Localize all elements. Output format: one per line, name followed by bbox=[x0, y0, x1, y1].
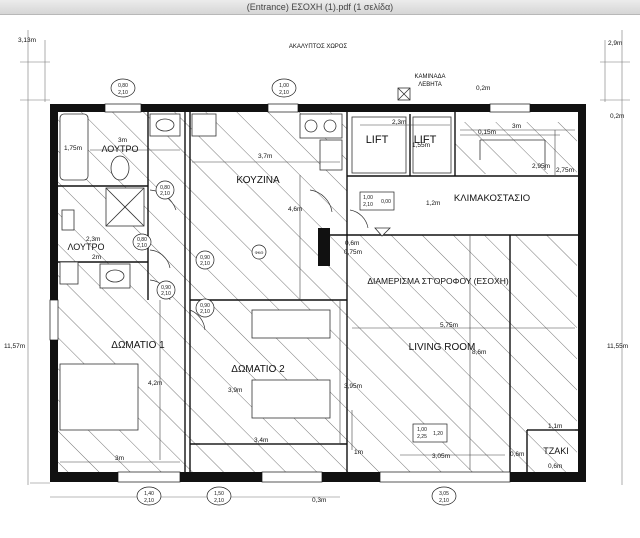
window-title-bar: (Entrance) ΕΣΟΧΗ (1).pdf (1 σελίδα) bbox=[0, 0, 640, 15]
floor-plan: ΑΚΑΛΥΠΤΟΣ ΧΩΡΟΣ ΚΑΜΙΝΑΔΑ ΛΕΒΗΤΑ ΛΟΥΤΡΟ Λ… bbox=[4, 30, 630, 506]
room-bath-1: ΛΟΥΤΡΟ bbox=[101, 144, 138, 154]
room-stairs: ΚΛΙΜΑΚΟΣΤΑΣΙΟ bbox=[454, 193, 530, 204]
window-openings bbox=[49, 103, 531, 483]
room-2: ΔΩΜΑΤΙΟ 2 bbox=[231, 364, 285, 375]
svg-text:4,2m: 4,2m bbox=[148, 380, 162, 387]
core-details bbox=[351, 87, 546, 237]
room-fireplace: ΤΖΑΚΙ bbox=[543, 446, 569, 456]
svg-text:3m: 3m bbox=[115, 455, 124, 462]
svg-text:2,10: 2,10 bbox=[161, 291, 171, 297]
room-lift-1: LIFT bbox=[366, 134, 389, 146]
svg-text:1,00: 1,00 bbox=[279, 83, 289, 89]
room-apartment: ΔΙΑΜΕΡΙΣΜΑ ΣΤ'ΟΡΟΦΟΥ (ΕΣΟΧΗ) bbox=[367, 276, 509, 286]
svg-text:0,80: 0,80 bbox=[137, 237, 147, 243]
svg-text:3m: 3m bbox=[118, 137, 127, 144]
tag-labels: 0,80 2,10 1,00 2,10 1,40 2,10 1,50 2,10 … bbox=[118, 83, 449, 504]
room-1: ΔΩΜΑΤΙΟ 1 bbox=[111, 340, 165, 351]
svg-text:2,25: 2,25 bbox=[417, 434, 427, 440]
svg-text:2,3m: 2,3m bbox=[392, 119, 406, 126]
svg-text:1m: 1m bbox=[354, 449, 363, 456]
svg-text:0,3m: 0,3m bbox=[312, 497, 326, 504]
plan-labels: ΑΚΑΛΥΠΤΟΣ ΧΩΡΟΣ ΚΑΜΙΝΑΔΑ ΛΕΒΗΤΑ ΛΟΥΤΡΟ Λ… bbox=[67, 44, 568, 456]
svg-text:2,10: 2,10 bbox=[279, 90, 289, 96]
svg-text:1,75m: 1,75m bbox=[64, 145, 82, 152]
svg-text:2,10: 2,10 bbox=[144, 498, 154, 504]
svg-text:3,05m: 3,05m bbox=[432, 453, 450, 460]
svg-text:8,6m: 8,6m bbox=[472, 349, 486, 356]
svg-text:11,57m: 11,57m bbox=[4, 343, 25, 350]
svg-text:0,2m: 0,2m bbox=[476, 85, 490, 92]
beds bbox=[59, 309, 331, 431]
svg-text:1,20: 1,20 bbox=[433, 431, 443, 437]
svg-text:0,6m: 0,6m bbox=[548, 463, 562, 470]
svg-text:0,15m: 0,15m bbox=[478, 129, 496, 136]
svg-text:1,2m: 1,2m bbox=[426, 200, 440, 207]
svg-text:0,75m: 0,75m bbox=[344, 249, 362, 256]
svg-text:0,6m: 0,6m bbox=[510, 451, 524, 458]
tag-shapes bbox=[110, 78, 457, 506]
boiler-label-2: ΛΕΒΗΤΑ bbox=[418, 82, 442, 88]
svg-text:0,80: 0,80 bbox=[118, 83, 128, 89]
svg-text:1,1m: 1,1m bbox=[548, 423, 562, 430]
pdf-page[interactable]: ΑΚΑΛΥΠΤΟΣ ΧΩΡΟΣ ΚΑΜΙΝΑΔΑ ΛΕΒΗΤΑ ΛΟΥΤΡΟ Λ… bbox=[0, 15, 640, 533]
svg-text:1,40: 1,40 bbox=[144, 491, 154, 497]
svg-text:2m: 2m bbox=[92, 254, 101, 261]
svg-text:2,10: 2,10 bbox=[118, 90, 128, 96]
dimension-lines bbox=[60, 124, 575, 470]
svg-text:2,10: 2,10 bbox=[363, 202, 373, 208]
svg-text:0,90: 0,90 bbox=[161, 285, 171, 291]
svg-text:2,10: 2,10 bbox=[214, 498, 224, 504]
room-bath-2: ΛΟΥΤΡΟ bbox=[67, 242, 104, 252]
header-label: ΑΚΑΛΥΠΤΟΣ ΧΩΡΟΣ bbox=[289, 44, 348, 50]
pillar-label: ΦΚΘ bbox=[255, 250, 264, 255]
svg-text:2,10: 2,10 bbox=[439, 498, 449, 504]
svg-text:1,55m: 1,55m bbox=[412, 142, 430, 149]
svg-text:0,2m: 0,2m bbox=[610, 113, 624, 120]
svg-text:3,7m: 3,7m bbox=[258, 153, 272, 160]
svg-text:5,75m: 5,75m bbox=[440, 322, 458, 329]
boiler-label-1: ΚΑΜΙΝΑΔΑ bbox=[414, 74, 445, 80]
svg-text:3m: 3m bbox=[512, 123, 521, 130]
dimension-labels: 3,13m 2,9m 11,57m 11,55m 0,2m 0,2m 2,3m … bbox=[4, 37, 628, 504]
svg-text:0,80: 0,80 bbox=[160, 185, 170, 191]
svg-text:0,90: 0,90 bbox=[200, 255, 210, 261]
svg-text:3,9m: 3,9m bbox=[228, 387, 242, 394]
room-living: LIVING ROOM bbox=[409, 342, 476, 353]
svg-text:11,55m: 11,55m bbox=[607, 343, 628, 350]
bath-fixtures bbox=[59, 113, 343, 289]
svg-text:3,05: 3,05 bbox=[439, 491, 449, 497]
svg-text:2,10: 2,10 bbox=[137, 243, 147, 249]
svg-text:1,00: 1,00 bbox=[363, 195, 373, 201]
room-lift-2: LIFT bbox=[414, 134, 437, 146]
svg-text:3,4m: 3,4m bbox=[254, 437, 268, 444]
outer-guides bbox=[20, 30, 630, 498]
room-kitchen: ΚΟΥΖΙΝΑ bbox=[236, 175, 280, 186]
svg-text:2,3m: 2,3m bbox=[86, 236, 100, 243]
svg-text:1,00: 1,00 bbox=[417, 427, 427, 433]
svg-text:3,95m: 3,95m bbox=[344, 383, 362, 390]
svg-text:3,13m: 3,13m bbox=[18, 37, 36, 44]
svg-text:2,9m: 2,9m bbox=[608, 40, 622, 47]
svg-text:2,10: 2,10 bbox=[200, 309, 210, 315]
svg-text:0,6m: 0,6m bbox=[345, 240, 359, 247]
svg-text:1,50: 1,50 bbox=[214, 491, 224, 497]
svg-text:0,90: 0,90 bbox=[200, 303, 210, 309]
svg-text:4,6m: 4,6m bbox=[288, 206, 302, 213]
svg-text:2,75m: 2,75m bbox=[556, 167, 574, 174]
svg-text:2,95m: 2,95m bbox=[532, 163, 550, 170]
svg-text:2,10: 2,10 bbox=[200, 261, 210, 267]
svg-text:2,10: 2,10 bbox=[160, 191, 170, 197]
window-title: (Entrance) ΕΣΟΧΗ (1).pdf (1 σελίδα) bbox=[246, 2, 394, 12]
svg-text:0,00: 0,00 bbox=[381, 199, 391, 205]
